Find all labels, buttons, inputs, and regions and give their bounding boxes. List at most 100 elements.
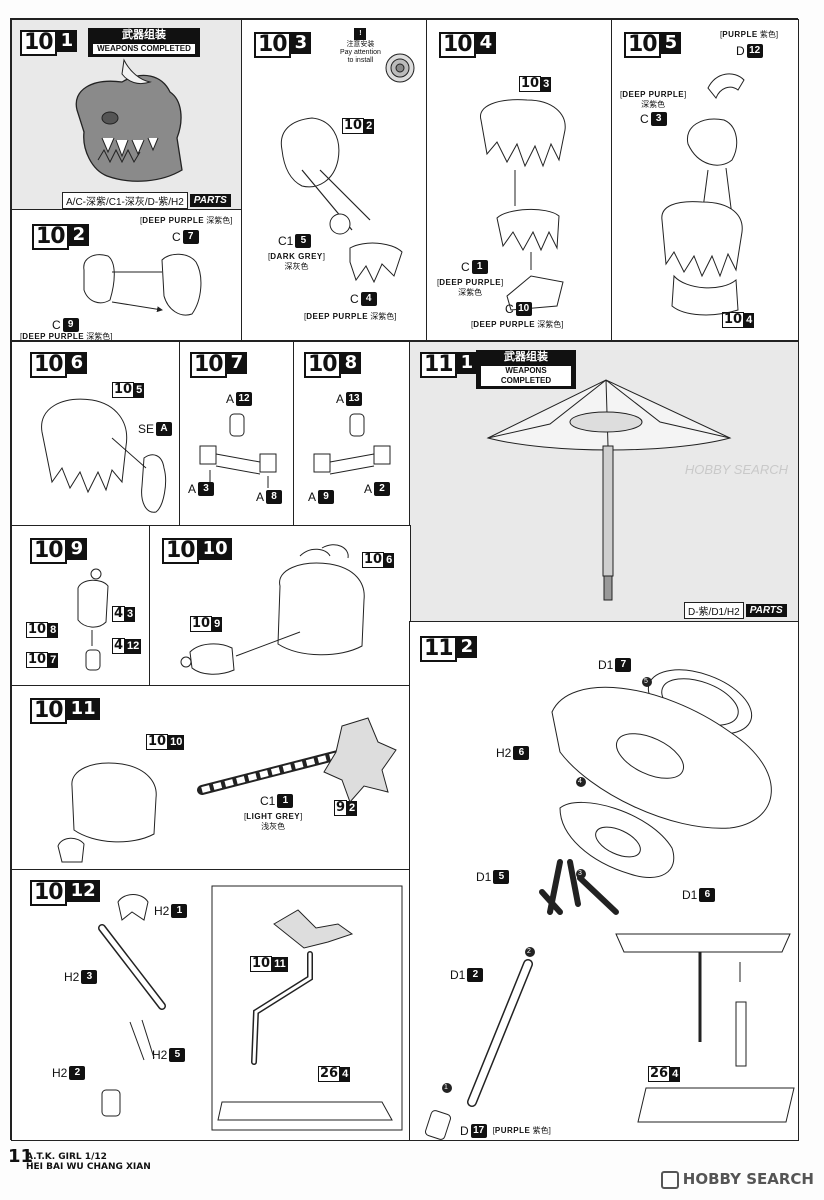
step-minor: 2 (68, 224, 90, 246)
deep-purple-note: [DEEP PURPLE]深紫色 (437, 278, 504, 297)
deep-purple-note: [DEEP PURPLE]深紫色 (620, 90, 687, 109)
color-cn: 深紫色 (458, 288, 483, 297)
ref-minor: 11 (272, 956, 288, 972)
light-grey-note: [LIGHT GREY]浅灰色 (244, 812, 303, 831)
step-heading: 11 2 (420, 636, 478, 662)
page-number: 11 (8, 1146, 34, 1167)
step-minor: 12 (66, 880, 100, 902)
step-minor-value: 2 (72, 224, 86, 245)
ref-minor: 2 (364, 118, 375, 134)
part-group: C (461, 260, 470, 274)
step-major: 10 (162, 538, 199, 564)
skull-arm-illustration (180, 544, 365, 675)
step-major: 10 (30, 880, 67, 906)
part-number: 12 (236, 392, 253, 406)
color-cn: 深紫色 (206, 216, 231, 225)
ref-minor: 4 (340, 1066, 351, 1082)
step-minor-value: 2 (460, 636, 474, 657)
step-heading: 10 3 (254, 32, 312, 58)
step-minor-value: 9 (70, 538, 84, 559)
ref-major: 10 (250, 956, 273, 972)
ref-minor: 4 (744, 312, 755, 328)
color-en: PURPLE (722, 30, 758, 39)
skull-top-illustration (280, 53, 415, 284)
step-minor: 4 (475, 32, 497, 54)
weapons-completed-banner: 武器组装 WEAPONS COMPLETED (476, 350, 576, 389)
part-group: H2 (154, 904, 170, 918)
ref-major: 10 (362, 552, 385, 568)
part-number: 9 (62, 318, 79, 332)
deep-purple-note-2: [DEEP PURPLE 深紫色] (20, 332, 113, 341)
parts-label: PARTS (745, 604, 787, 617)
order-marker-4: 4 (578, 778, 582, 785)
step-minor: 1 (456, 352, 478, 374)
step-major: 11 (420, 352, 457, 378)
part-number: 7 (615, 658, 632, 672)
color-cn: 紫色 (759, 30, 776, 39)
part-number: 1 (277, 794, 294, 808)
part-number: 6 (513, 746, 530, 760)
order-marker-3: 3 (578, 870, 582, 877)
step-minor-value: 12 (70, 880, 96, 901)
watermark-text: HOBBY SEARCH (682, 1170, 814, 1188)
step-minor-value: 8 (344, 352, 358, 373)
ref-major: 10 (342, 118, 365, 134)
part-group: C (52, 318, 61, 332)
color-cn: 深紫色 (370, 312, 395, 321)
part-group: A (336, 392, 345, 406)
part-number: 3 (650, 112, 667, 126)
step-heading: 10 7 (190, 352, 248, 378)
part-number: 10 (515, 302, 532, 316)
part-number: 8 (266, 490, 283, 504)
purple-note: [PURPLE 紫色] (720, 30, 779, 39)
step-major: 10 (20, 30, 57, 56)
step-minor-value: 4 (479, 32, 493, 53)
deep-purple-note-2: [DEEP PURPLE 深紫色] (471, 320, 564, 329)
step-heading: 10 9 (30, 538, 88, 564)
chain-mace-illustration (57, 717, 397, 863)
part-number: 17 (470, 1124, 487, 1138)
part-group: H2 (152, 1048, 168, 1062)
step-major: 10 (30, 538, 67, 564)
purple-note: [PURPLE 紫色] (492, 1126, 551, 1135)
part-number: 5 (169, 1048, 186, 1062)
ref-minor: 3 (125, 606, 136, 622)
panel-step-11-1: 11 1 武器组装 WEAPONS COMPLETED D-紫/D1/H2 PA… (409, 341, 799, 623)
banner-en: WEAPONS COMPLETED (480, 365, 572, 387)
watermark: HOBBY SEARCH (660, 1170, 814, 1189)
joint-a-illustration (199, 413, 277, 488)
ref-minor: 6 (384, 552, 395, 568)
part-number: 1 (171, 904, 188, 918)
step-heading: 10 2 (32, 224, 90, 250)
part-group: D1 (682, 888, 698, 902)
step-heading: 10 11 (30, 698, 100, 724)
color-cn: 深灰色 (284, 262, 309, 271)
banner-cn: 武器组装 (504, 351, 548, 363)
ref-major: 26 (318, 1066, 341, 1082)
color-en: DEEP PURPLE (439, 278, 502, 287)
step-minor: 8 (340, 352, 362, 374)
part-group: A (256, 490, 265, 504)
color-en: PURPLE (494, 1126, 531, 1135)
jaw-assembly-illustration (83, 253, 202, 340)
arm-joint-illustration (77, 568, 109, 671)
